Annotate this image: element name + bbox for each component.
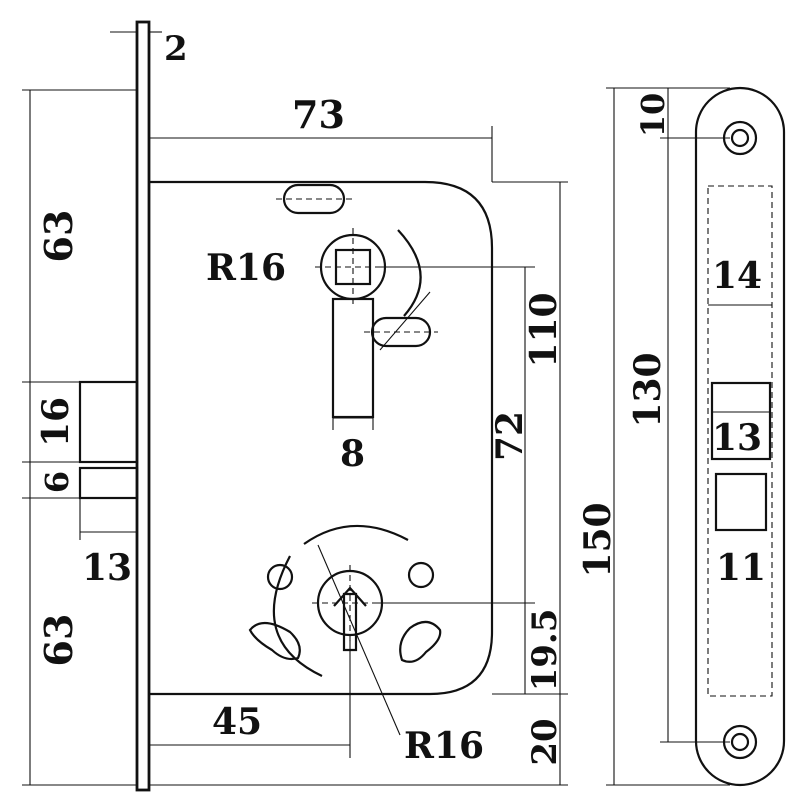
dim-follower-to-key: 72 bbox=[489, 411, 531, 461]
dim-body-width: 73 bbox=[292, 92, 345, 137]
dim-hole-width: 14 bbox=[712, 255, 762, 297]
lock-body-outline bbox=[149, 180, 494, 696]
follower-swing-arc bbox=[397, 229, 422, 317]
dim-plate-thickness: 2 bbox=[164, 29, 188, 69]
follower-slot-right bbox=[370, 316, 432, 348]
key-swing-arc-left bbox=[272, 555, 323, 677]
key-radius-leader bbox=[317, 544, 401, 736]
dim-latch-window: 13 bbox=[712, 417, 762, 459]
screw-hole-left bbox=[266, 563, 294, 591]
body-hidden-outline bbox=[707, 185, 773, 697]
follower-radius-leader bbox=[379, 291, 431, 351]
dim-bolt-window: 11 bbox=[716, 547, 766, 589]
dim-screw-offset: 10 bbox=[634, 93, 672, 138]
follower-lever bbox=[331, 297, 375, 419]
dim-key-radius: R16 bbox=[404, 725, 484, 767]
key-slot bbox=[342, 592, 358, 652]
latch-window bbox=[710, 381, 772, 461]
clover-cutout-right bbox=[399, 620, 442, 663]
dim-latch-height: 16 bbox=[35, 397, 77, 447]
bottom-screw-inner bbox=[730, 732, 750, 752]
key-swing-arc-top bbox=[303, 524, 409, 545]
dim-latch-depth: 13 bbox=[82, 547, 132, 589]
dim-gap: 6 bbox=[38, 471, 76, 493]
lock-body bbox=[149, 180, 494, 696]
dim-follower-radius: R16 bbox=[206, 247, 286, 289]
follower bbox=[276, 183, 438, 430]
faceplate-side-outline bbox=[135, 20, 151, 792]
faceplate-front-outline bbox=[694, 86, 786, 787]
dead-bolt bbox=[78, 466, 139, 500]
bolt-window bbox=[714, 472, 768, 532]
faceplate-front bbox=[694, 86, 786, 787]
clover-cutout-left bbox=[248, 621, 301, 661]
dim-bottom-to-key: 63 bbox=[36, 614, 81, 667]
dim-backset: 45 bbox=[212, 701, 262, 743]
dim-bottom-offset: 20 bbox=[525, 718, 565, 765]
key-cylinder bbox=[248, 524, 442, 736]
dim-plate-height: 150 bbox=[577, 502, 619, 577]
dim-square-size: 8 bbox=[340, 433, 365, 475]
dim-plate-screw-span: 130 bbox=[627, 352, 669, 427]
dim-body-height: 110 bbox=[523, 292, 565, 367]
dim-key-to-bottom: 19.5 bbox=[525, 609, 565, 692]
top-screw-inner bbox=[730, 128, 750, 148]
latch-bolt bbox=[78, 380, 139, 464]
screw-hole-right bbox=[407, 561, 435, 589]
follower-slot-top bbox=[282, 183, 346, 215]
dim-top-to-follower: 63 bbox=[36, 210, 81, 263]
